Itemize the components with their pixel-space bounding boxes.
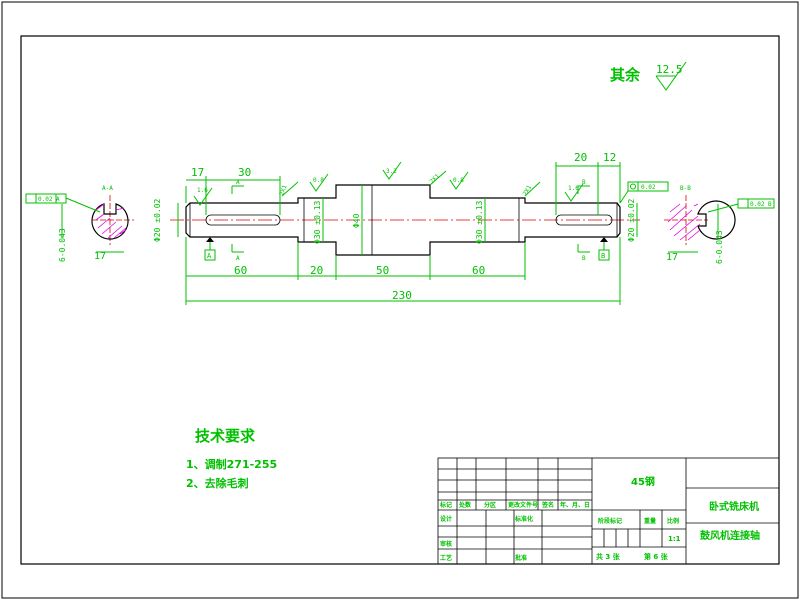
tol-left: 0.02 A — [38, 196, 60, 203]
chamfer-3: 2X1 — [522, 184, 534, 197]
seg-1: 60 — [234, 264, 247, 277]
section-cut-markers: A A B B — [231, 179, 590, 262]
roughness-symbol — [655, 61, 687, 91]
length-dimensions: 60 20 50 60 230 — [185, 237, 621, 305]
roughness-label: 其余 — [610, 66, 641, 84]
sec-left-width: 6-0.043 — [58, 228, 67, 262]
datum-b: B — [598, 237, 610, 261]
tb-weight: 重量 — [644, 517, 656, 525]
dia-collar: Φ40 — [352, 213, 361, 228]
dia-right-end: Φ20 ±0.02 — [627, 198, 636, 242]
tb-company: 卧式铣床机 — [709, 500, 759, 513]
tb-sheet-no: 第 6 张 — [644, 552, 669, 561]
chamfer-2: 2X1 — [428, 173, 441, 186]
chamfer-1: 2X1 — [278, 184, 288, 197]
tb-h-date: 年、月、日 — [560, 501, 590, 509]
tb-scale: 1:1 — [668, 535, 681, 543]
tb-standardize: 标准化 — [514, 515, 533, 523]
title-block: 45钢 卧式铣床机 鼓风机连接轴 标记 处数 分区 更改文件号 签名 年、月、日… — [437, 457, 780, 565]
sheet-frame — [20, 35, 780, 565]
tb-ratio: 比例 — [667, 517, 679, 525]
cut-b-bottom: B — [582, 255, 586, 262]
roughness-value: 12.5 — [656, 63, 683, 76]
key-left-offset: 17 — [191, 166, 204, 179]
sec-left-label: A-A — [102, 185, 113, 192]
cut-a-top: A — [236, 179, 240, 186]
surface-finish-marks: 1.6 0.8 3.2 0.8 1.6 — [193, 161, 584, 206]
surf-3: 3.2 — [386, 168, 397, 175]
shaft-outline — [185, 184, 621, 256]
datum-a-label: A — [207, 252, 212, 260]
tb-part-name: 鼓风机连接轴 — [700, 529, 760, 542]
tolerance-frame-right-end: 0.02 — [619, 181, 669, 204]
dia-left-end: Φ20 ±0.02 — [153, 198, 162, 242]
tb-process: 工艺 — [440, 554, 452, 562]
chamfer-notes: 2X1 2X1 2X1 — [278, 170, 541, 197]
cut-a-bottom: A — [236, 255, 240, 262]
tol-right-box: 0.02 — [641, 184, 656, 191]
tolerance-frame-left: 0.02 A — [25, 193, 101, 213]
key-dimensions-right: 20 12 — [555, 151, 621, 215]
seg-2: 20 — [310, 264, 323, 277]
tb-material: 45钢 — [631, 475, 655, 488]
tb-sheets: 共 3 张 — [596, 552, 621, 561]
sec-right-label: B-B — [680, 185, 691, 192]
sec-left-depth: 17 — [94, 251, 106, 262]
section-a-a: A-A 17 6-0.043 — [58, 185, 134, 262]
section-b-b: B-B 17 6-0.043 — [664, 185, 736, 264]
key-left-length: 30 — [238, 166, 251, 179]
tb-h-count: 处数 — [458, 501, 472, 509]
surf-2: 0.8 — [313, 177, 324, 184]
tb-stage-mark: 阶段标记 — [598, 517, 622, 525]
dia-bearing-left: Φ30 ±0.13 — [313, 200, 322, 244]
datum-a: A — [204, 237, 216, 261]
tb-approve: 批准 — [515, 554, 527, 562]
surf-4: 0.8 — [453, 177, 464, 184]
key-dimensions-left: 17 30 — [185, 166, 281, 215]
sec-right-width: 6-0.043 — [715, 230, 724, 264]
surf-1: 1.6 — [197, 187, 208, 194]
tech-line-2: 2、去除毛刺 — [186, 476, 249, 490]
tech-line-1: 1、调制271-255 — [186, 457, 277, 471]
cut-b-top: B — [582, 179, 586, 186]
datum-b-label: B — [601, 252, 605, 260]
tb-h-mark: 标记 — [439, 501, 452, 509]
dia-bearing-right: Φ30 ±0.13 — [475, 200, 484, 244]
tech-title: 技术要求 — [195, 427, 256, 445]
tb-h-sign: 签名 — [541, 501, 554, 509]
tb-h-zone: 分区 — [484, 501, 496, 509]
key-right-offset: 12 — [603, 151, 616, 164]
tol-right: 0.02 B — [750, 201, 772, 208]
sec-right-depth: 17 — [666, 252, 678, 263]
surf-5: 1.6 — [568, 185, 579, 192]
diameter-dimensions: Φ20 ±0.02 Φ30 ±0.13 Φ40 Φ30 ±0.13 Φ20 ±0… — [153, 185, 638, 255]
keyway-left — [205, 214, 281, 226]
tolerance-frame-right: 0.02 B — [707, 198, 775, 213]
key-right-length: 20 — [574, 151, 587, 164]
seg-3: 50 — [376, 264, 389, 277]
tb-designer: 设计 — [440, 515, 452, 523]
tb-h-docno: 更改文件号 — [508, 501, 538, 509]
seg-4: 60 — [472, 264, 485, 277]
keyway-right — [555, 214, 613, 226]
roughness-note: 其余 12.5 — [610, 61, 687, 91]
technical-requirements: 技术要求 1、调制271-255 2、去除毛刺 — [186, 427, 277, 490]
tb-reviewer: 审核 — [440, 540, 452, 548]
overall-length: 230 — [392, 289, 412, 302]
